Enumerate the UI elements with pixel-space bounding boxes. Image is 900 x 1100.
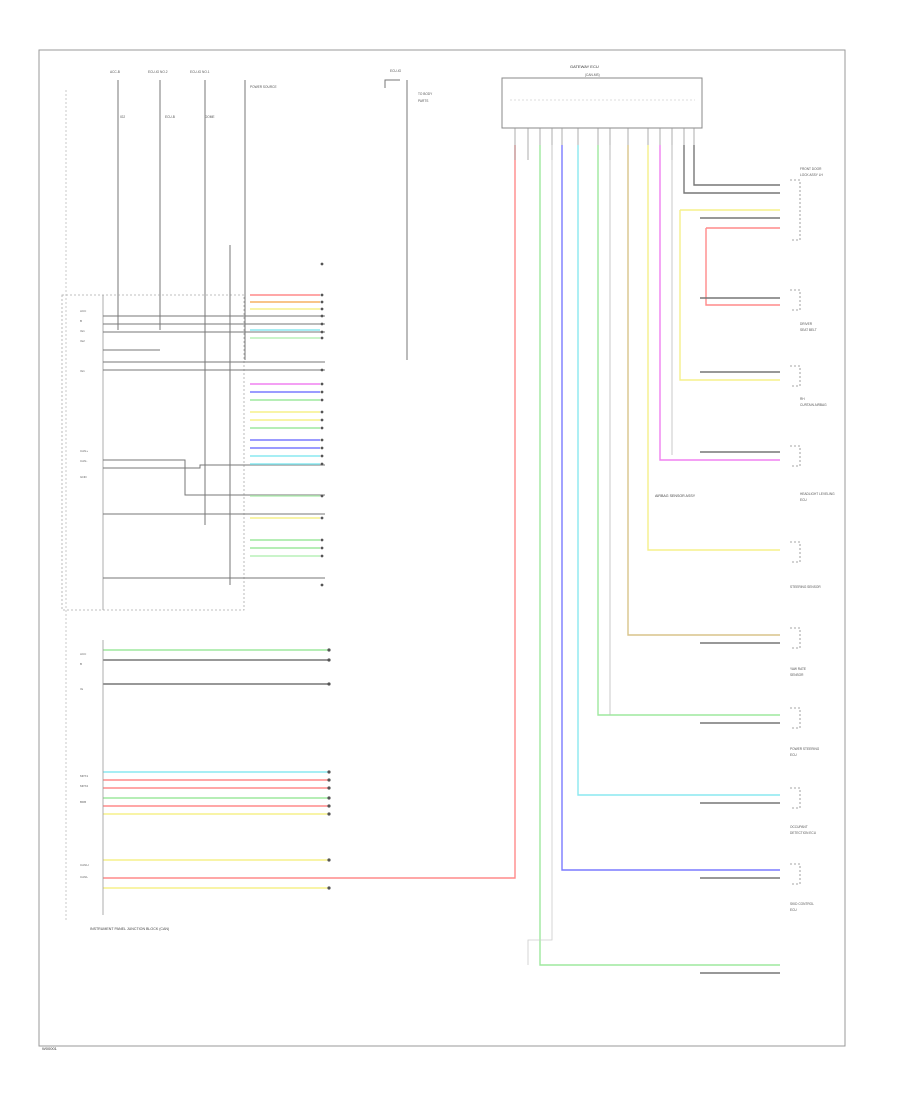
right-components: FRONT DOOR LOCK ASSY LH DRIVER SEAT BELT… [790,167,835,912]
top-right-label: PARTS [418,99,428,103]
right-component: FRONT DOOR LOCK ASSY LH [790,167,823,241]
fuse-header: ACC-B ECU-IG NO.2 ECU-IG NO.1 POWER SOUR… [110,69,433,119]
upper-color-wires [250,294,320,557]
svg-text:CURTAIN AIRBAG: CURTAIN AIRBAG [800,403,827,407]
gateway-ecu: GATEWAY ECU (CAN-MS) [501,64,703,129]
fuse-header-label: ECU-IG NO.2 [148,70,168,74]
diagram-frame [38,49,846,1047]
svg-text:STEERING SENSOR: STEERING SENSOR [790,585,821,589]
svg-text:SENSOR: SENSOR [790,673,804,677]
gateway-pins [514,128,695,160]
svg-text:DRIVER: DRIVER [800,322,813,326]
fuse-label: IG2 [120,115,125,119]
right-component: POWER STEERING ECU [790,707,820,757]
svg-text:IG: IG [80,687,84,691]
svg-text:ECU: ECU [800,498,807,502]
gateway-subtitle: (CAN-MS) [585,73,600,77]
svg-text:MPX1: MPX1 [80,774,89,778]
right-component: OCCUPANT DETECTION ECU [790,787,817,835]
svg-text:HEADLIGHT LEVELING: HEADLIGHT LEVELING [800,492,835,496]
svg-text:CANL: CANL [80,875,88,879]
svg-text:MPX2: MPX2 [80,784,89,788]
svg-text:IG2: IG2 [80,339,85,343]
diagram-code: W00001 [42,1046,58,1051]
svg-text:CANH: CANH [80,863,89,867]
left-bus-labels: ACC B IG1 IG2 IG1 CAN+ CAN- GND ACC B IG… [80,309,89,879]
svg-text:SKID CONTROL: SKID CONTROL [790,902,814,906]
svg-text:CAN+: CAN+ [80,449,88,453]
upper-terminals [320,262,324,587]
svg-text:ACC: ACC [80,652,87,656]
svg-text:YAW RATE: YAW RATE [790,667,806,671]
svg-text:B: B [80,662,82,666]
fuse-header-label: POWER SOURCE [250,85,277,89]
svg-text:LOCK ASSY LH: LOCK ASSY LH [800,173,823,177]
svg-text:IG1: IG1 [80,329,85,333]
top-right-label: TO BODY [418,92,433,96]
svg-text:IG1: IG1 [80,369,85,373]
fuse-lines [117,79,408,525]
right-component: RH CURTAIN AIRBAG [790,365,827,407]
right-component: HEADLIGHT LEVELING ECU [790,445,835,502]
fuse-label: DOME [205,115,215,119]
ecu-name: INSTRUMENT PANEL JUNCTION BLOCK (CAN) [90,927,169,931]
fuse-header-label: ECU-IG NO.1 [190,70,210,74]
svg-text:RH: RH [800,397,805,401]
right-component: YAW RATE SENSOR [790,627,806,677]
upper-harness [103,245,325,585]
svg-text:CAN-: CAN- [80,459,87,463]
svg-text:ACC: ACC [80,309,87,313]
fuse-label: ECU-B [165,115,175,119]
right-component: STEERING SENSOR [790,541,821,589]
fuse-header-label: ACC-B [110,70,120,74]
gateway-wires [527,145,780,974]
center-label: AIRBAG SENSOR ASSY [655,494,696,498]
gateway-title: GATEWAY ECU [570,64,599,69]
svg-text:POWER STEERING: POWER STEERING [790,747,820,751]
svg-text:ECU: ECU [790,753,797,757]
svg-text:OCCUPANT: OCCUPANT [790,825,808,829]
svg-text:ECU: ECU [790,908,797,912]
svg-text:GND: GND [80,475,88,479]
lower-harness [102,145,516,915]
svg-text:BDB: BDB [80,800,86,804]
right-component: DRIVER SEAT BELT [790,289,817,332]
right-component: SKID CONTROL ECU [790,863,814,912]
svg-text:FRONT DOOR: FRONT DOOR [800,167,822,171]
svg-text:SEAT BELT: SEAT BELT [800,328,817,332]
svg-text:DETECTION ECU: DETECTION ECU [790,831,817,835]
svg-text:B: B [80,319,82,323]
ecu-body: INSTRUMENT PANEL JUNCTION BLOCK (CAN) [61,90,245,931]
lower-terminals [327,648,331,890]
top-right-label: ECU-IG [390,69,402,73]
